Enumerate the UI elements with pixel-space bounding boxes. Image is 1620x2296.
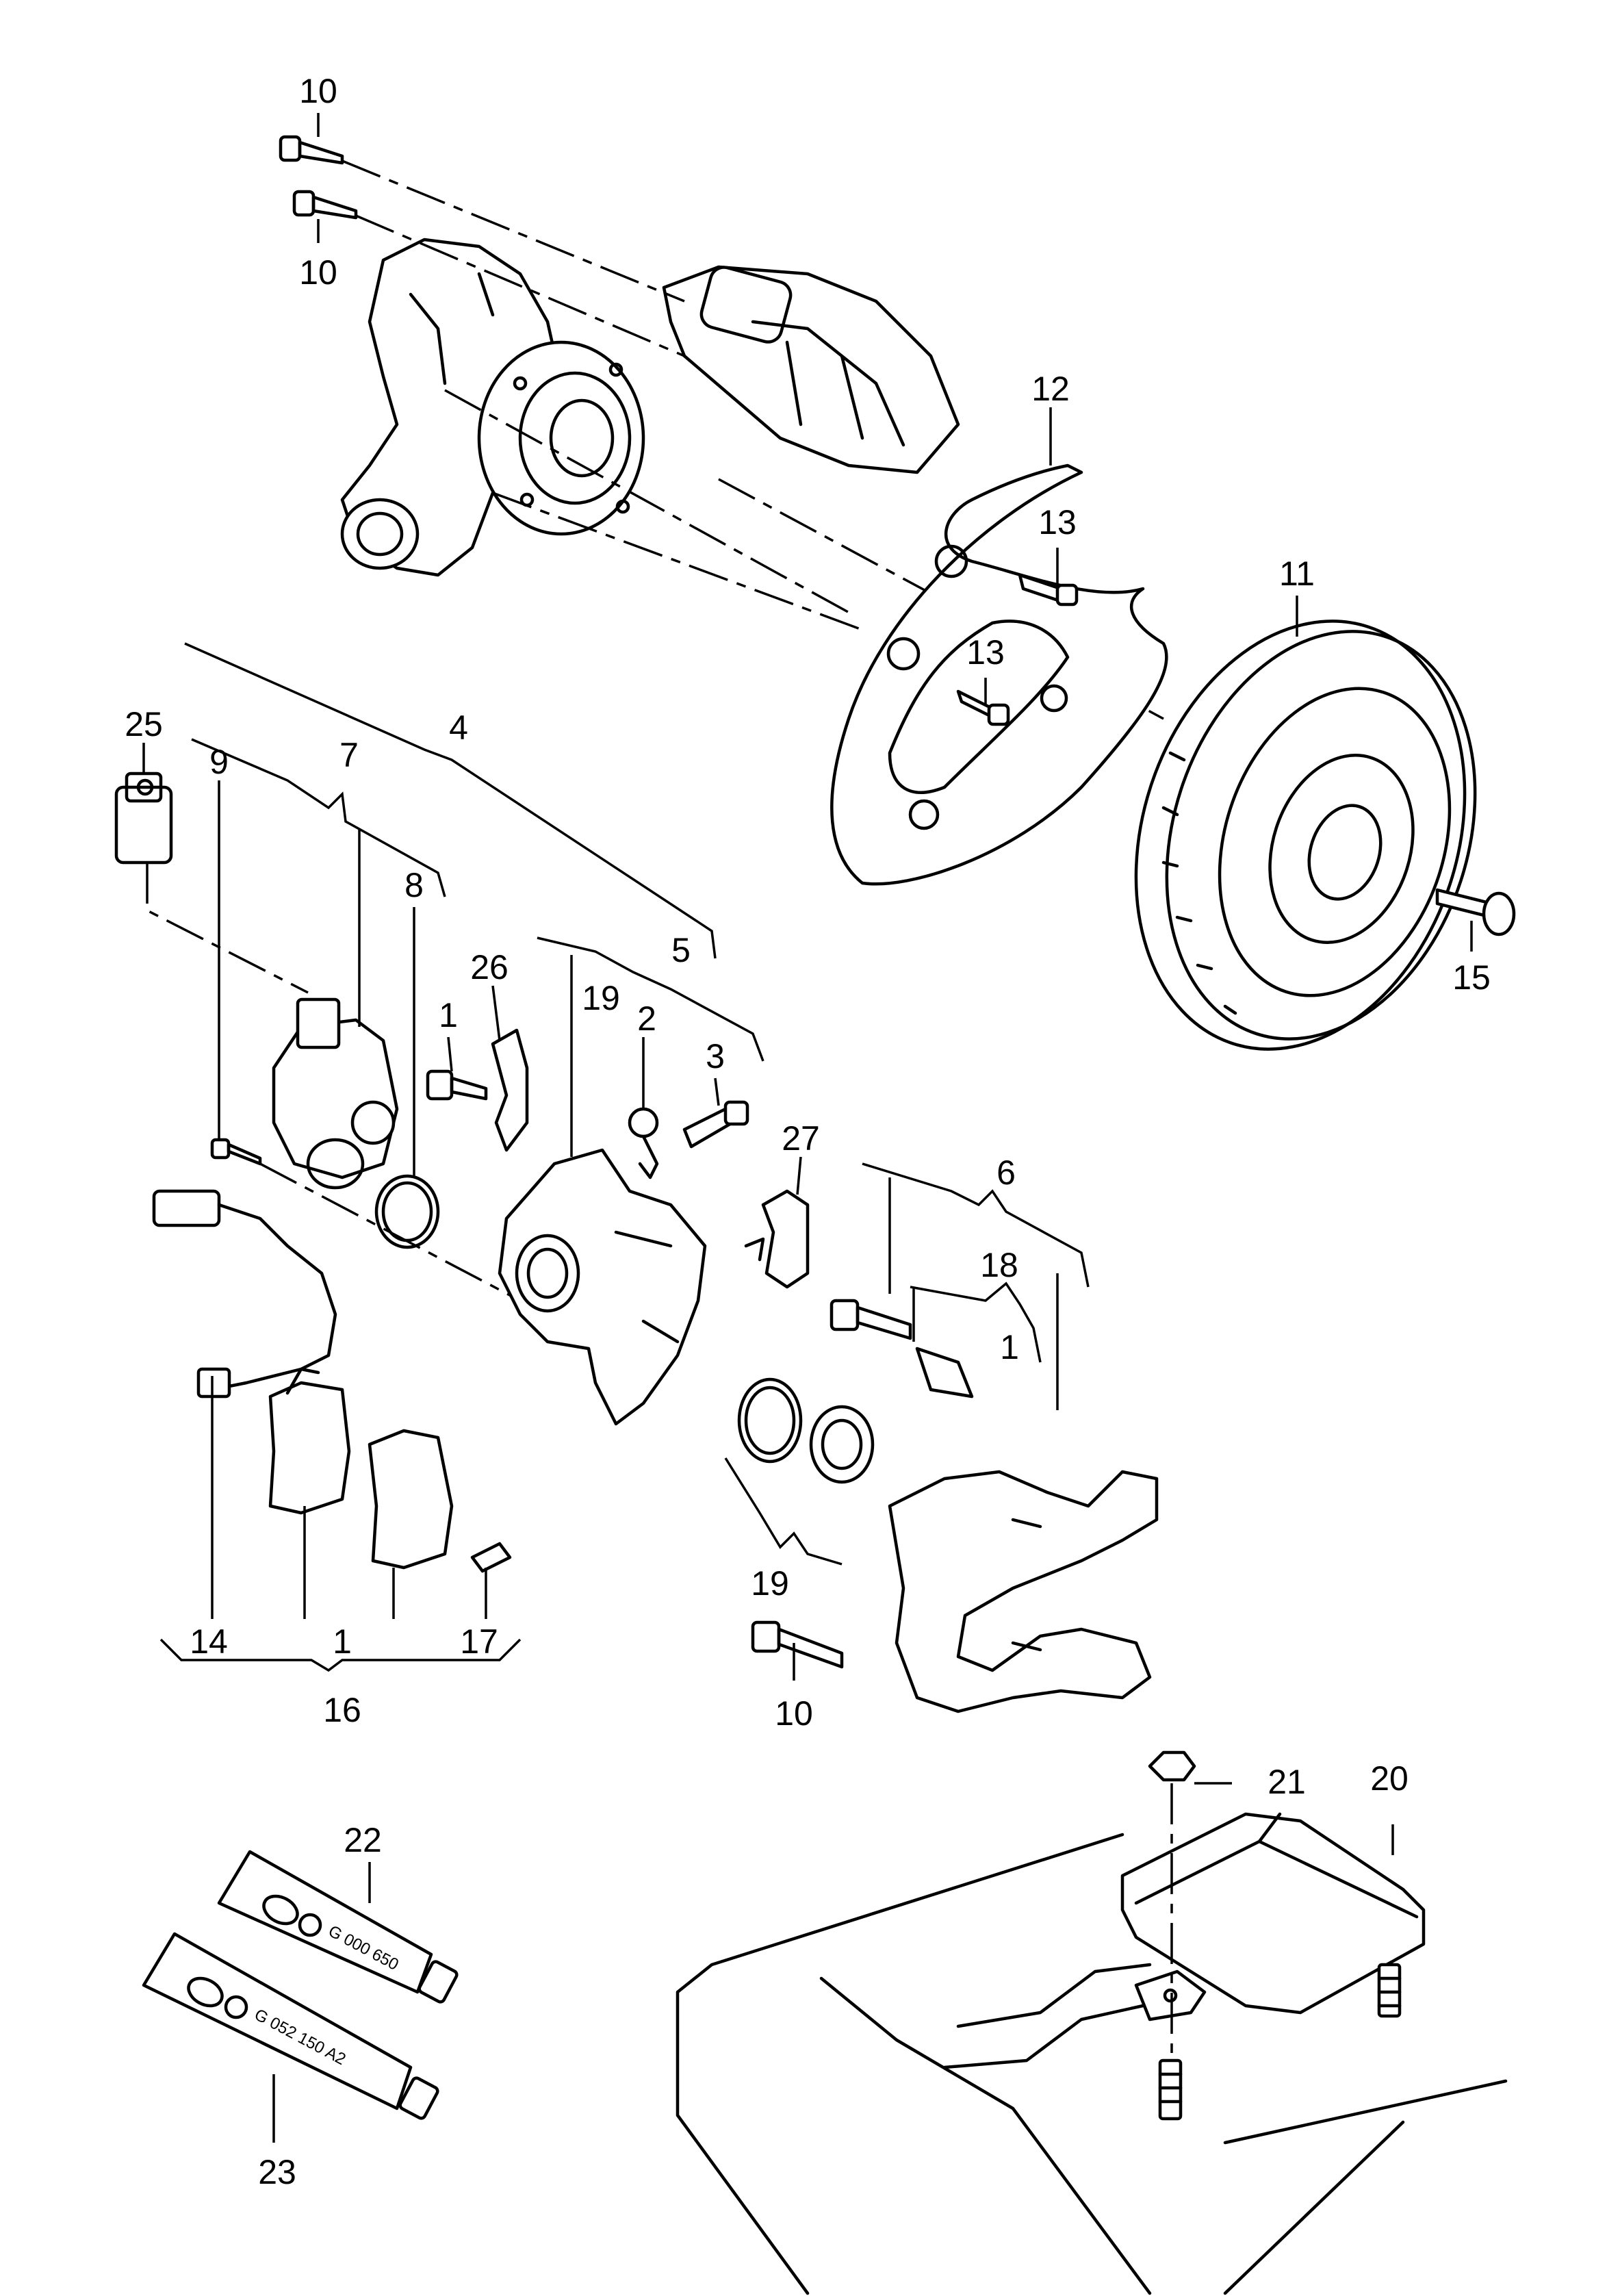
callout-9: 9 <box>209 743 229 781</box>
axis-line-motor <box>259 1162 521 1302</box>
parking-brake-motor-7 <box>272 997 399 1190</box>
axis-line-hub <box>444 389 856 617</box>
callout-15: 15 <box>1452 958 1491 997</box>
callout-4: 4 <box>449 709 468 747</box>
callout-10-lower: 10 <box>775 1694 813 1733</box>
wheel-hub <box>477 340 645 536</box>
steering-knuckle <box>340 238 563 577</box>
brake-disc <box>1134 620 1477 1051</box>
callout-10-second: 10 <box>299 253 337 292</box>
callout-17: 17 <box>460 1622 498 1661</box>
bolt-10b <box>292 190 358 220</box>
connector-25 <box>114 771 173 865</box>
nut-21 <box>1148 1750 1196 1782</box>
bracket-26 <box>491 1028 529 1152</box>
wear-sensor-14 <box>152 1189 337 1399</box>
callout-1-upper: 1 <box>439 996 458 1034</box>
screw-9 <box>210 1138 262 1166</box>
leader-lines <box>142 113 1473 2143</box>
callout-16: 16 <box>323 1691 361 1729</box>
callout-6: 6 <box>997 1153 1016 1192</box>
callout-25: 25 <box>125 705 163 743</box>
dust-shield <box>830 463 1168 886</box>
callout-20: 20 <box>1370 1759 1409 1798</box>
bleed-screw-3 <box>682 1100 749 1149</box>
axis-line-knuckle <box>492 492 863 631</box>
vehicle-floor-panel <box>676 1833 1508 2295</box>
vw-logo <box>224 1995 248 2019</box>
callout-23: 23 <box>258 2153 296 2191</box>
callout-12: 12 <box>1031 370 1070 408</box>
brake-caliper-top <box>662 265 960 474</box>
grease-tube-23: G 052 150 A2 <box>142 1932 439 2120</box>
seal-ring-19b <box>809 1405 875 1484</box>
o-ring-8 <box>374 1174 440 1249</box>
callout-2: 2 <box>637 999 656 1038</box>
callout-11: 11 <box>1279 554 1315 593</box>
guide-bolt-18 <box>830 1299 912 1340</box>
guide-sleeve <box>915 1347 974 1399</box>
brake-pad-inner <box>368 1429 454 1570</box>
brake-pad-outer <box>268 1367 351 1515</box>
countersunk-screw-15 <box>1435 888 1516 936</box>
callout-5: 5 <box>671 931 691 969</box>
axis-line-bolt-10b <box>355 214 685 357</box>
callout-14: 14 <box>190 1622 228 1661</box>
control-unit-20 <box>1120 1812 1426 2021</box>
axis-line-connector <box>146 863 309 994</box>
callout-19-lower: 19 <box>751 1564 789 1603</box>
callout-1-lower: 1 <box>333 1622 352 1661</box>
callout-18: 18 <box>980 1246 1018 1284</box>
callout-10-top: 10 <box>299 72 337 110</box>
seal-ring-19a <box>737 1377 803 1464</box>
screw-13a <box>1018 573 1079 607</box>
callout-26: 26 <box>470 948 509 986</box>
callout-13-upper: 13 <box>1038 503 1077 541</box>
bleed-cap-2 <box>628 1107 659 1179</box>
brake-caliper-housing-19 <box>498 1148 707 1426</box>
callout-1-middle: 1 <box>1000 1328 1019 1366</box>
spring-clip-27 <box>744 1189 810 1289</box>
callout-21: 21 <box>1268 1763 1306 1801</box>
axis-line-bolt-10a <box>342 160 685 303</box>
callout-19-upper: 19 <box>582 979 620 1017</box>
callout-3: 3 <box>706 1037 725 1075</box>
callout-8: 8 <box>404 866 424 904</box>
caliper-carrier-6 <box>888 1470 1159 1713</box>
stud-bolt-right <box>1377 1963 1402 2018</box>
anti-rattle-spring-17 <box>470 1542 512 1573</box>
vw-logo <box>298 1913 322 1937</box>
screw-13b <box>956 689 1010 726</box>
callout-22: 22 <box>344 1821 382 1859</box>
callouts: 10 10 12 13 13 11 15 25 9 7 4 8 26 1 19 … <box>125 72 1491 2191</box>
callout-27: 27 <box>782 1119 820 1158</box>
bolt-1-upper <box>426 1069 488 1101</box>
bolt-10c <box>751 1620 844 1669</box>
bolt-10a <box>279 135 344 165</box>
callout-7: 7 <box>339 736 359 774</box>
stud-bolt-left <box>1158 2058 1183 2121</box>
callout-13-lower: 13 <box>966 633 1005 672</box>
